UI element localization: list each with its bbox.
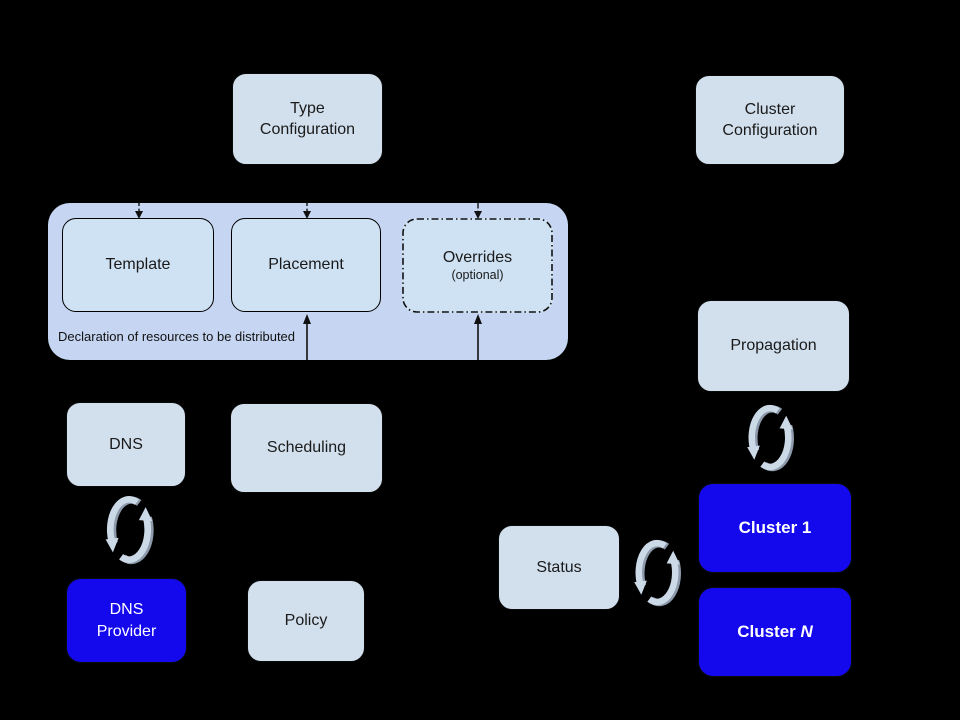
propagation-label: Propagation bbox=[730, 337, 817, 355]
overrides-label: Overrides bbox=[442, 249, 513, 267]
dns-node: DNS bbox=[66, 402, 186, 487]
cluster-configuration-label: Cluster Configuration bbox=[722, 100, 818, 139]
template-label: Template bbox=[105, 256, 171, 274]
status-label: Status bbox=[536, 558, 582, 576]
dns-provider-node: DNS Provider bbox=[66, 578, 187, 663]
type-configuration-label: Type Configuration bbox=[259, 99, 356, 138]
propagation-node: Propagation bbox=[697, 300, 850, 392]
sync-arrows-icon bbox=[634, 539, 682, 607]
template-node: Template bbox=[62, 218, 214, 312]
status-node: Status bbox=[498, 525, 620, 610]
cluster-n-label: Cluster N bbox=[737, 621, 813, 641]
policy-node: Policy bbox=[247, 580, 365, 662]
cluster-1-label: Cluster 1 bbox=[738, 517, 812, 537]
type-configuration-node: Type Configuration bbox=[232, 73, 383, 165]
cluster-configuration-node: Cluster Configuration bbox=[695, 75, 845, 165]
sync-arrows-icon bbox=[747, 404, 795, 472]
declaration-group: Template Placement Overrides (optional) … bbox=[48, 203, 568, 360]
cluster-n-italic-n: N bbox=[800, 621, 813, 641]
cluster-n-node: Cluster N bbox=[698, 587, 852, 677]
placement-node: Placement bbox=[231, 218, 381, 312]
placement-label: Placement bbox=[268, 256, 344, 274]
sync-arrows-icon bbox=[105, 496, 154, 565]
dns-label: DNS bbox=[109, 435, 143, 453]
scheduling-node: Scheduling bbox=[230, 403, 383, 493]
declaration-caption: Declaration of resources to be distribut… bbox=[58, 329, 296, 344]
dns-provider-label: DNS Provider bbox=[96, 601, 157, 640]
policy-label: Policy bbox=[284, 612, 328, 630]
overrides-sublabel: (optional) bbox=[451, 268, 504, 283]
cluster-1-node: Cluster 1 bbox=[698, 483, 852, 573]
overrides-node: Overrides (optional) bbox=[402, 218, 553, 313]
scheduling-label: Scheduling bbox=[266, 439, 347, 457]
